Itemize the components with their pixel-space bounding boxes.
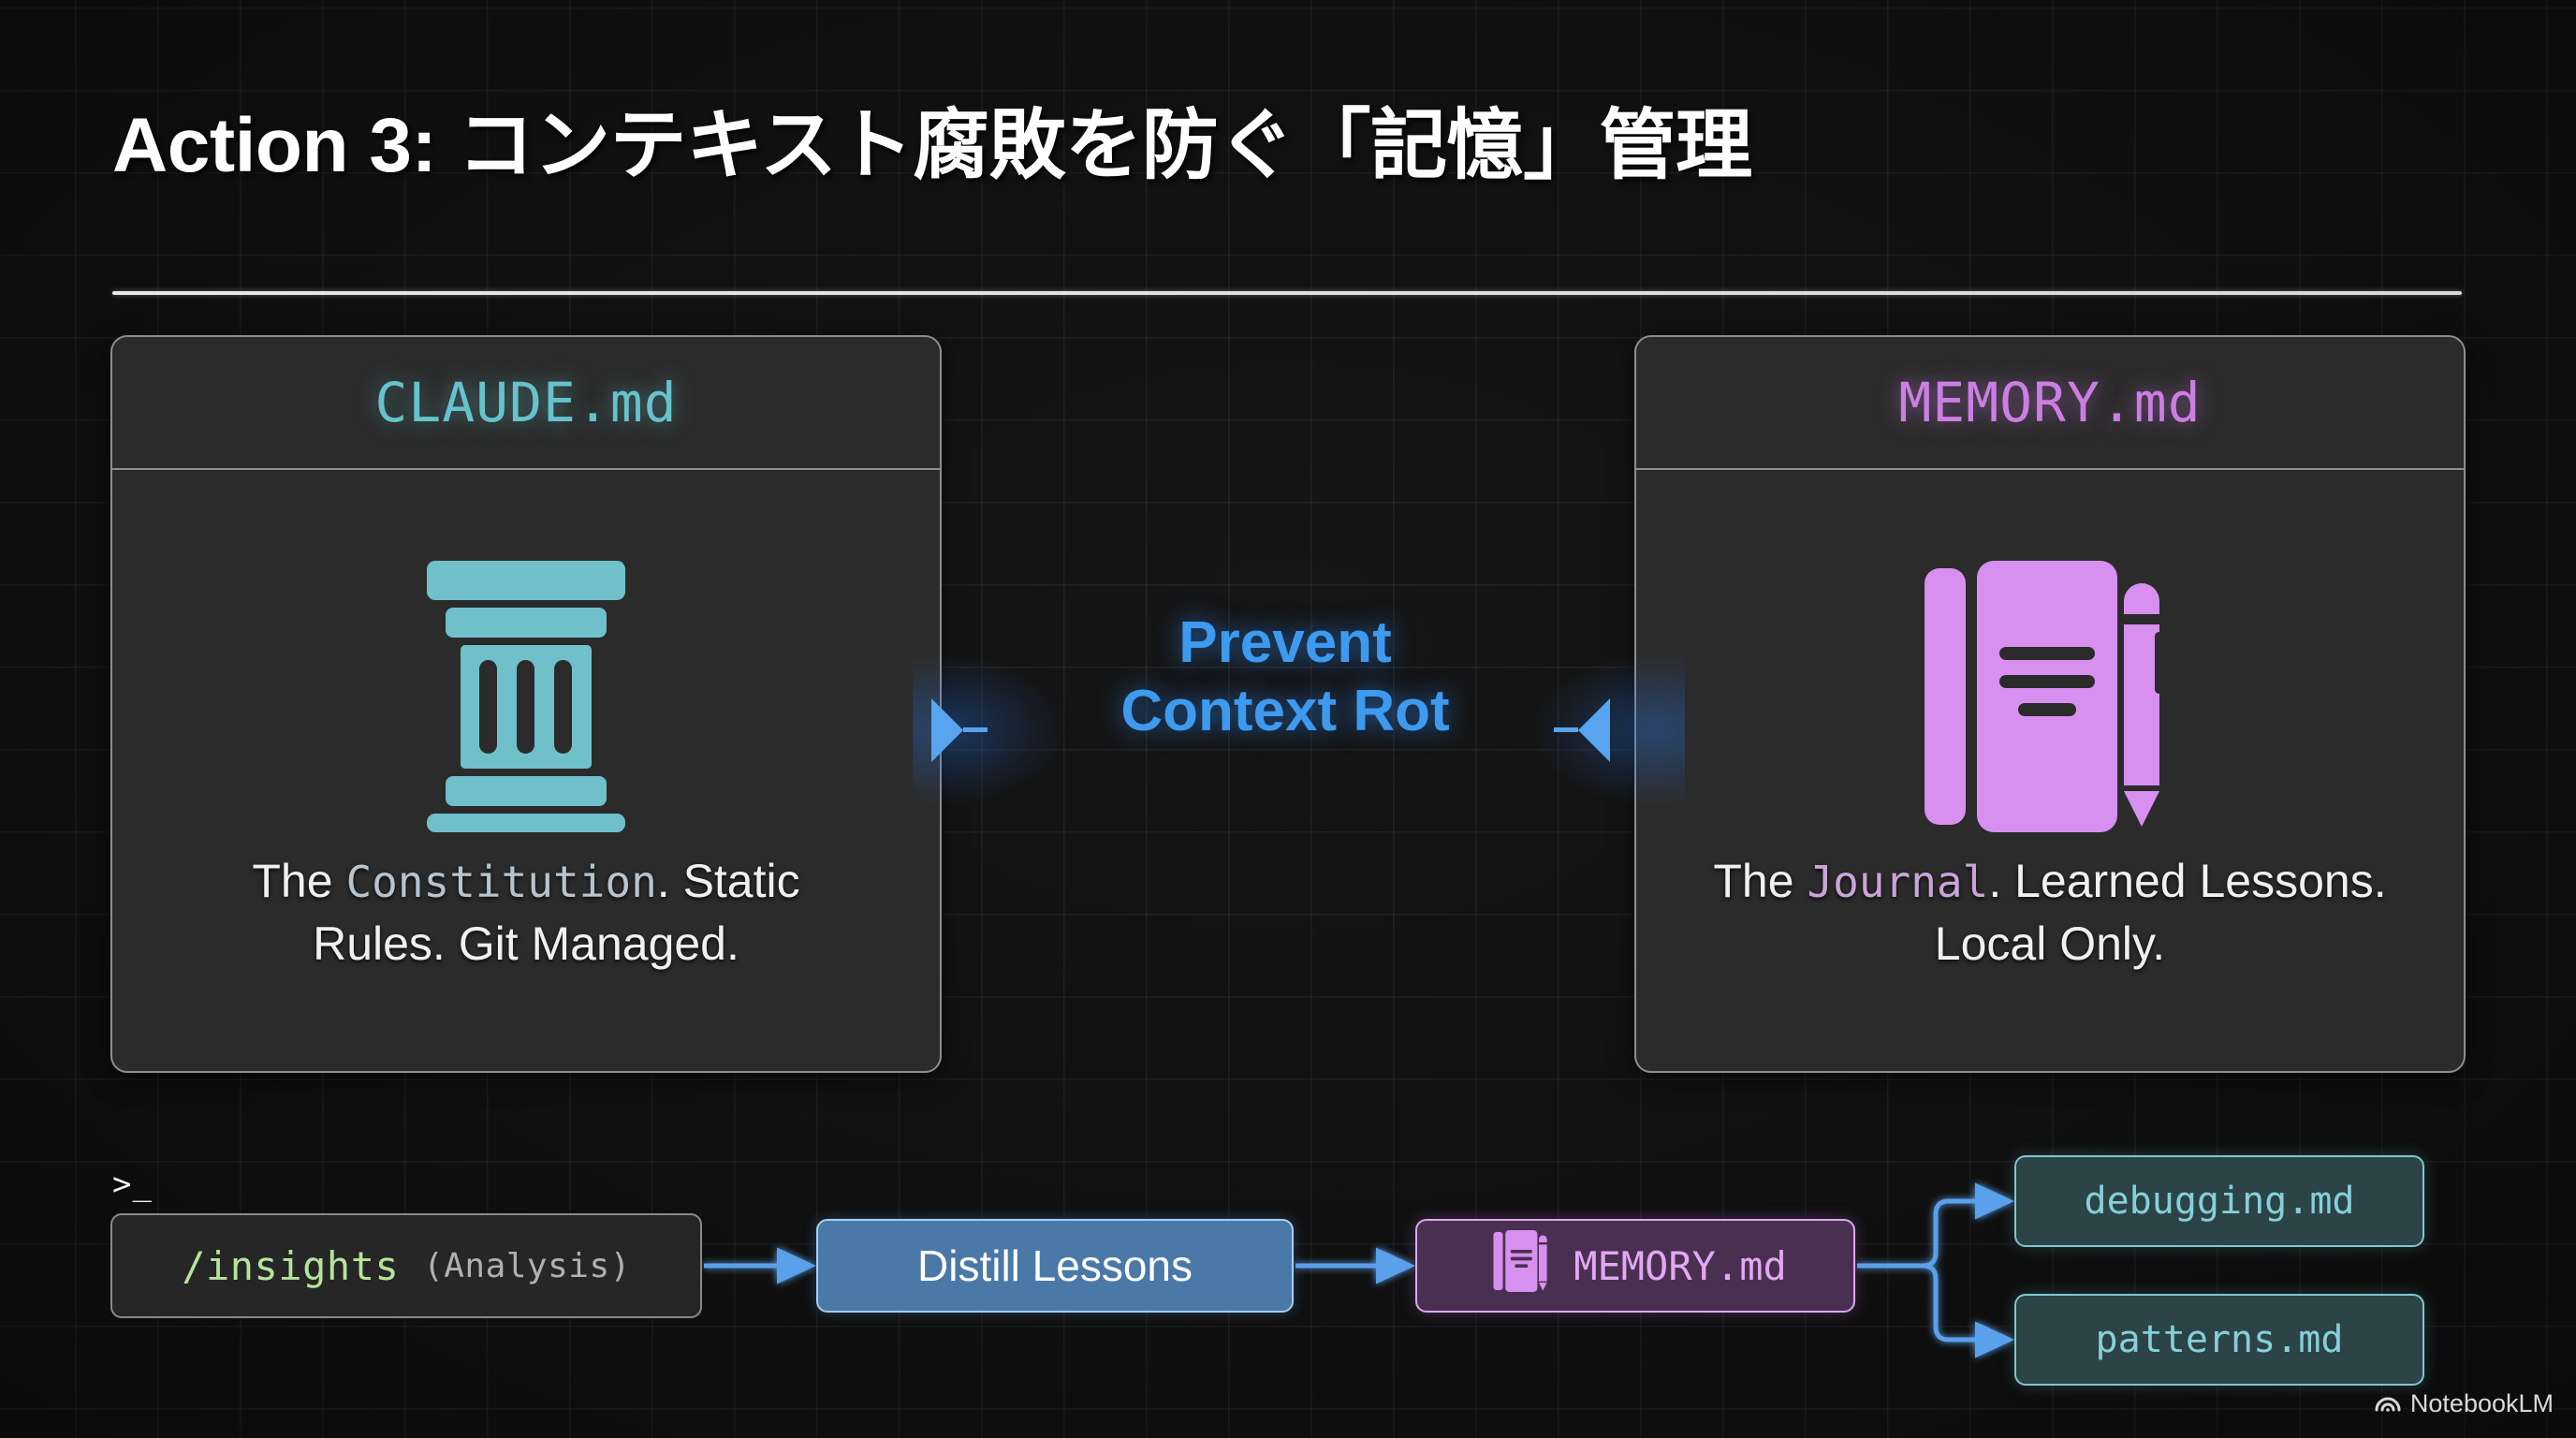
card-claude-title: CLAUDE.md [374,371,678,434]
insights-note-text: (Analysis) [423,1246,631,1285]
notebook-pen-icon [1925,556,2175,837]
flow-node-insights-command[interactable]: /insights (Analysis) [110,1213,702,1318]
card-memory-title: MEMORY.md [1898,371,2202,434]
debugging-md-label: debugging.md [2084,1180,2355,1223]
notebook-pen-small-icon [1493,1230,1551,1301]
card-claude-header: CLAUDE.md [112,337,940,470]
card-memory-body: The Journal. Learned Lessons. Local Only… [1636,470,2464,1071]
patterns-md-label: patterns.md [2095,1318,2344,1361]
notebooklm-label: NotebookLM [2409,1389,2554,1417]
notebooklm-logo-icon [2374,1388,2402,1419]
card-memory-header: MEMORY.md [1636,337,2464,470]
flow-node-patterns-md[interactable]: patterns.md [2014,1294,2424,1386]
pillar-icon [417,556,635,837]
card-claude-md: CLAUDE.md [110,335,942,1073]
card-claude-body: The Constitution. Static Rules. Git Mana… [112,470,940,1071]
center-label-line1: Prevent [1178,610,1392,675]
desc-prefix: The [1713,855,1808,907]
insights-command-text: /insights [182,1242,400,1289]
desc-highlight-journal: Journal [1807,857,1989,907]
center-label-prevent-context-rot: Prevent Context Rot [962,609,1608,745]
desc-prefix: The [252,855,346,907]
card-memory-md: MEMORY.md [1634,335,2466,1073]
distill-label: Distill Lessons [917,1241,1193,1290]
page-title: Action 3: コンテキスト腐敗を防ぐ「記憶」管理 [112,103,1752,188]
terminal-prompt-icon: >_ [112,1166,153,1203]
title-divider [112,291,2462,295]
desc-suffix: . Learned Lessons. Local Only. [1934,855,2387,970]
card-claude-description: The Constitution. Static Rules. Git Mana… [180,850,872,976]
flow-node-debugging-md[interactable]: debugging.md [2014,1155,2424,1247]
center-label-line2: Context Rot [1120,679,1450,744]
flow-node-distill-lessons[interactable]: Distill Lessons [816,1219,1294,1313]
desc-suffix: . Static Rules. Git Managed. [313,855,800,970]
flow-node-memory-md[interactable]: MEMORY.md [1415,1219,1855,1313]
card-memory-description: The Journal. Learned Lessons. Local Only… [1704,850,2396,976]
desc-highlight-constitution: Constitution [345,857,657,907]
notebooklm-watermark: NotebookLM [2374,1388,2554,1419]
memory-node-label: MEMORY.md [1573,1242,1787,1289]
